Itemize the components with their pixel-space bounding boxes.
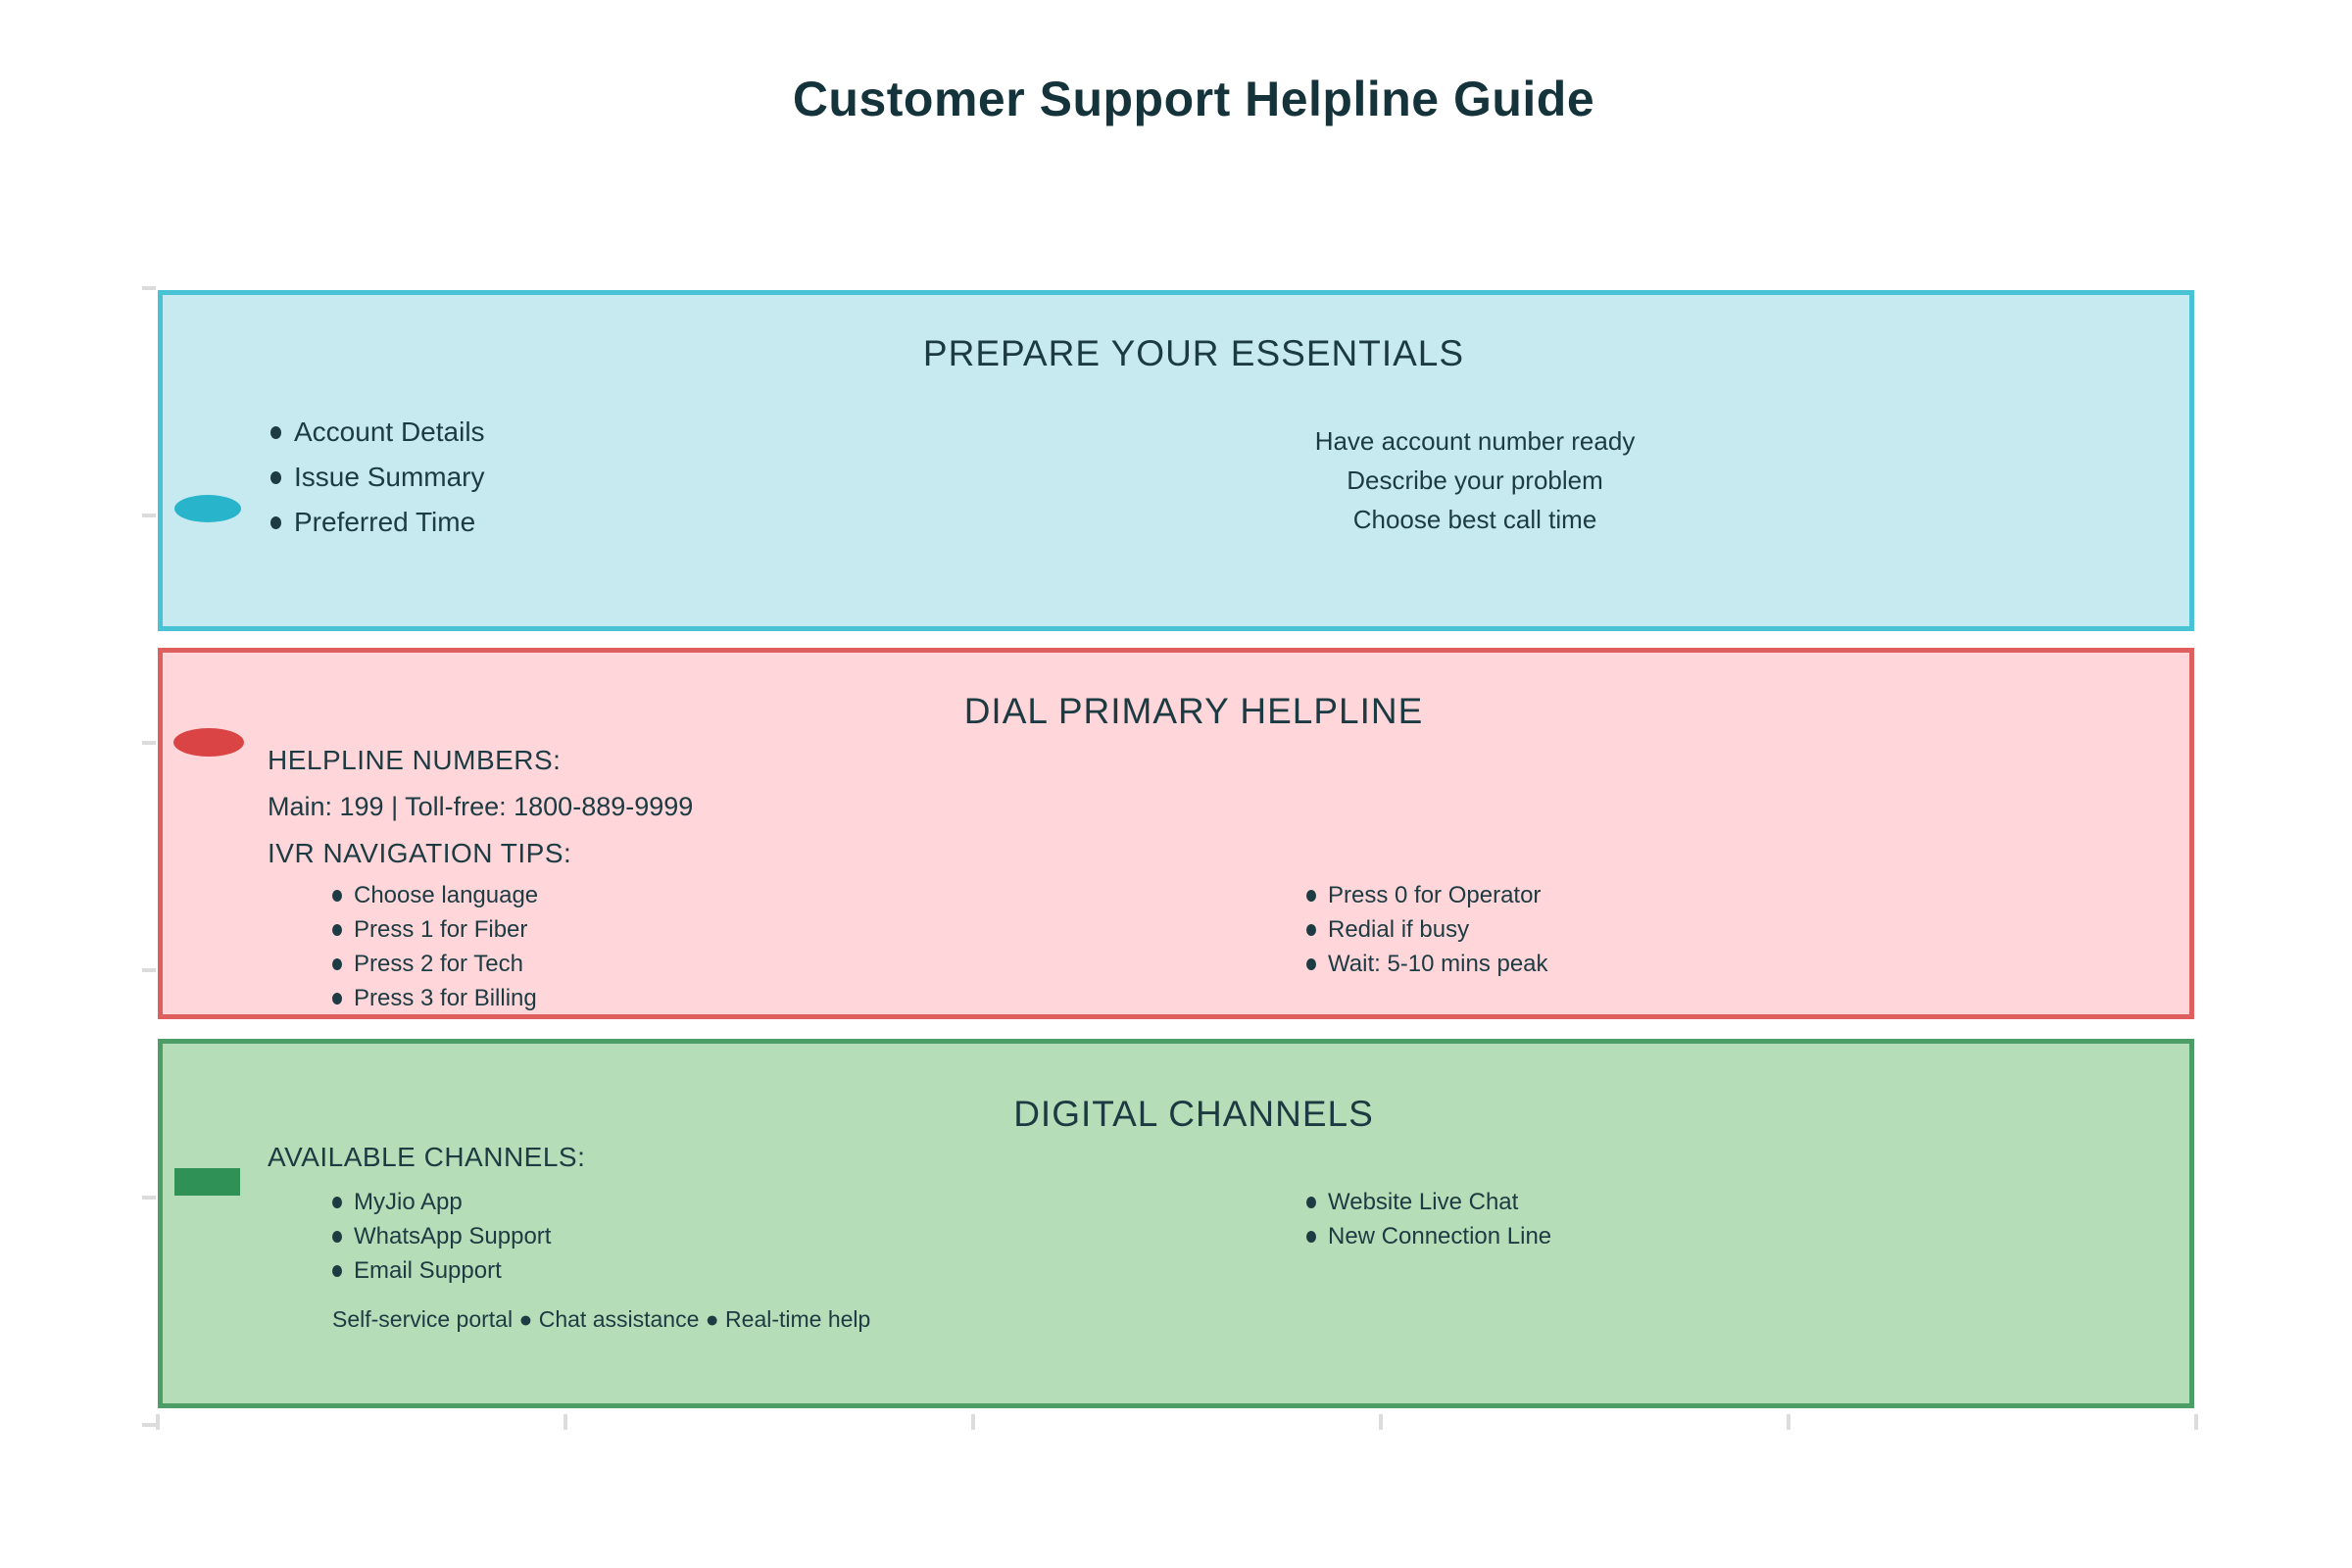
list-item: MyJio App [332,1185,551,1219]
list-item: Account Details [270,410,485,455]
bullet-icon [332,1196,342,1208]
green-rect-marker-icon [174,1168,240,1196]
available-channels-heading: AVAILABLE CHANNELS: [268,1142,586,1172]
ivr-tips-heading: IVR NAVIGATION TIPS: [268,838,572,868]
bullet-icon [270,470,281,484]
list-item: Wait: 5-10 mins peak [1306,947,1548,981]
list-item-label: Preferred Time [294,507,476,537]
y-axis-tick [142,968,156,972]
y-axis-tick [142,741,156,745]
bullet-icon [1306,1196,1316,1208]
list-item: Issue Summary [270,455,485,500]
list-item: Email Support [332,1253,551,1288]
prepare-notes: Have account number ready Describe your … [1181,421,1769,539]
bullet-icon [1306,923,1316,936]
digital-summary-line: Self-service portal ● Chat assistance ● … [332,1306,871,1332]
list-item-label: Press 1 for Fiber [354,915,528,943]
list-item-label: WhatsApp Support [354,1222,552,1250]
helpline-numbers-value: Main: 199 | Toll-free: 1800-889-9999 [268,792,694,821]
note-line: Choose best call time [1352,505,1597,534]
list-item: Preferred Time [270,500,485,545]
y-axis-tick [142,286,156,290]
section-title-dial: DIAL PRIMARY HELPLINE [963,691,1424,731]
channels-list-left: MyJio App WhatsApp Support Email Support [332,1185,551,1288]
list-item: Press 0 for Operator [1306,878,1548,912]
bullet-icon [270,515,281,529]
helpline-numbers-heading: HELPLINE NUMBERS: [268,745,562,775]
list-item: Press 2 for Tech [332,947,538,981]
bullet-icon [332,1230,342,1243]
note-line: Have account number ready [1314,426,1636,456]
section-title-prepare: PREPARE YOUR ESSENTIALS [922,333,1465,373]
red-ellipse-marker-icon [173,728,244,757]
section-box-prepare [158,290,2194,631]
list-item: Press 3 for Billing [332,981,538,1015]
bullet-icon [332,1264,342,1277]
list-item-label: New Connection Line [1328,1222,1552,1250]
section-box-digital [158,1039,2194,1408]
x-axis-tick [971,1414,975,1430]
y-axis-tick [142,1196,156,1200]
bullet-icon [332,957,342,970]
channels-list-right: Website Live Chat New Connection Line [1306,1185,1551,1253]
x-axis-tick [156,1414,160,1430]
list-item-label: Email Support [354,1256,502,1284]
section-box-dial [158,648,2194,1019]
prepare-checklist: Account Details Issue Summary Preferred … [270,410,485,545]
list-item-label: Press 2 for Tech [354,950,523,977]
bullet-icon [1306,957,1316,970]
list-item-label: Issue Summary [294,462,485,492]
section-title-digital: DIGITAL CHANNELS [1013,1094,1374,1134]
bullet-icon [332,992,342,1004]
cyan-ellipse-marker-icon [174,495,241,522]
list-item: Redial if busy [1306,912,1548,947]
list-item-label: MyJio App [354,1188,463,1215]
bullet-icon [332,923,342,936]
x-axis-tick [2194,1414,2198,1430]
bullet-icon [270,425,281,439]
list-item-label: Redial if busy [1328,915,1470,943]
list-item: Choose language [332,878,538,912]
list-item-label: Press 0 for Operator [1328,881,1542,908]
bullet-icon [332,889,342,902]
y-axis-tick [142,1423,156,1427]
list-item-label: Choose language [354,881,539,908]
ivr-tips-list-right: Press 0 for Operator Redial if busy Wait… [1306,878,1548,981]
list-item-label: Website Live Chat [1328,1188,1519,1215]
list-item: Website Live Chat [1306,1185,1551,1219]
note-line: Describe your problem [1347,466,1603,495]
list-item: Press 1 for Fiber [332,912,538,947]
x-axis-tick [1379,1414,1383,1430]
x-axis-tick [1787,1414,1790,1430]
list-item: WhatsApp Support [332,1219,551,1253]
y-axis-tick [142,514,156,517]
ivr-tips-list-left: Choose language Press 1 for Fiber Press … [332,878,538,1015]
list-item-label: Press 3 for Billing [354,984,537,1011]
page-title: Customer Support Helpline Guide [792,72,1595,126]
bullet-icon [1306,1230,1316,1243]
list-item-label: Account Details [294,416,485,447]
x-axis-tick [564,1414,567,1430]
list-item: New Connection Line [1306,1219,1551,1253]
list-item-label: Wait: 5-10 mins peak [1328,950,1548,977]
bullet-icon [1306,889,1316,902]
